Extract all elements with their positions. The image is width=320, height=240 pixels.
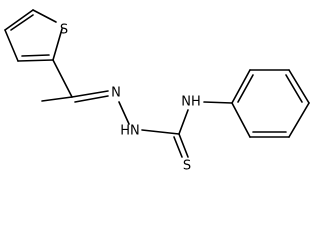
phenyl-bond-4 [288, 102, 310, 138]
thione-sulfur-label: S [183, 159, 191, 174]
bond-c5-s [32, 9, 57, 23]
phenyl-bond-1 [231, 69, 251, 104]
bond-c-n-double-outer [71, 90, 109, 98]
bond-nh-thiocarbon [141, 129, 180, 135]
bond-n-nh [118, 101, 130, 125]
bond-c4-c5 [4, 9, 34, 31]
bond-c3-c4 [4, 29, 19, 62]
phenyl-bond-3 [288, 69, 310, 104]
phenyl-bond-3-inner [285, 74, 303, 103]
bond-nh-phenyl [203, 101, 233, 104]
thiophene-sulfur-label: S [60, 23, 68, 38]
bond-c-n-double-inner [74, 95, 109, 103]
bond-c2-c3 [17, 59, 54, 62]
imine-nitrogen-label: N [111, 86, 121, 101]
bond-c2-c3-inner [21, 54, 50, 57]
bond-thiocarbon-nh [178, 109, 189, 135]
molecule-structure-diagram: S N HN S NH [4, 9, 310, 174]
phenyl-ring [231, 69, 310, 138]
phenyl-bond-1-inner [237, 74, 254, 103]
hydrazine-nh-label: HN [120, 124, 140, 139]
bond-s-c2 [52, 28, 63, 61]
bond-c-s-double-inner [173, 136, 183, 158]
thiophene-ring [4, 9, 63, 62]
bond-imine-carbon-methyl [41, 96, 73, 102]
thioamide-nh-label: NH [181, 95, 201, 110]
bond-c4-c5-inner [10, 14, 34, 31]
phenyl-bond-6 [231, 102, 251, 138]
bond-c-s-double-outer [178, 133, 189, 158]
bond-ring-to-imine-carbon [52, 59, 73, 98]
